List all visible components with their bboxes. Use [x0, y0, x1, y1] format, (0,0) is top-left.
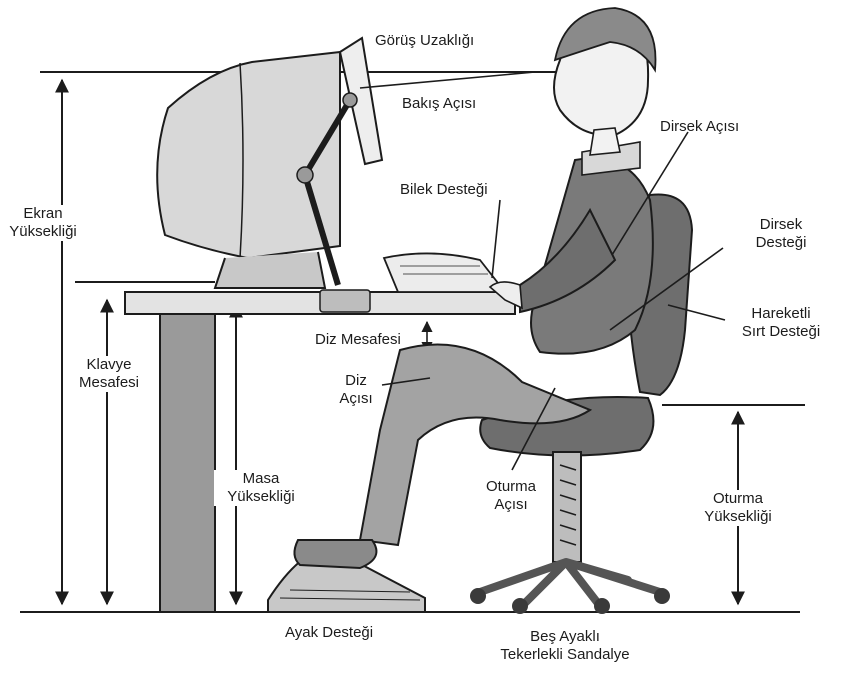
label-masa-line1: Masa — [214, 470, 308, 488]
label-diz-line2: Açısı — [332, 390, 380, 408]
label-sandalye-line1: Beş Ayaklı — [470, 628, 660, 646]
label-diz-line1: Diz — [332, 372, 380, 390]
label-oturma-yuksekligi: Oturma Yüksekliği — [688, 490, 788, 526]
label-bakis-acisi: Bakış Açısı — [402, 95, 476, 113]
label-sandalye-line2: Tekerlekli Sandalye — [470, 646, 660, 664]
sight-line — [360, 72, 535, 88]
label-hareketli-sirt-destegi: Hareketli Sırt Desteği — [726, 305, 836, 341]
label-oturma-yuk-line1: Oturma — [688, 490, 788, 508]
label-oturma-yuk-line2: Yüksekliği — [688, 508, 788, 526]
label-sandalye: Beş Ayaklı Tekerlekli Sandalye — [470, 628, 660, 664]
monitor — [157, 38, 382, 288]
bilek-destegi-leader — [492, 200, 500, 278]
label-hareketli-line2: Sırt Desteği — [726, 323, 836, 341]
label-ayak-destegi: Ayak Desteği — [285, 624, 373, 642]
label-dirsek-destegi: Dirsek Desteği — [736, 216, 826, 252]
label-oturma-acisi-line1: Oturma — [478, 478, 544, 496]
label-klavye-line2: Mesafesi — [63, 374, 155, 392]
label-masa-yuksekligi: Masa Yüksekliği — [214, 470, 308, 506]
label-dirsek-acisi: Dirsek Açısı — [660, 118, 739, 136]
keyboard — [384, 253, 505, 292]
label-diz-acisi: Diz Açısı — [332, 372, 380, 408]
label-ekran-line2: Yüksekliği — [2, 223, 84, 241]
label-dirsek-destegi-line2: Desteği — [736, 234, 826, 252]
label-klavye-line1: Klavye — [63, 356, 155, 374]
label-gorus-uzakligi: Görüş Uzaklığı — [375, 32, 474, 50]
label-masa-line2: Yüksekliği — [214, 488, 308, 506]
label-dirsek-destegi-line1: Dirsek — [736, 216, 826, 234]
label-bilek-destegi: Bilek Desteği — [400, 181, 488, 199]
label-ekran-yuksekligi: Ekran Yüksekliği — [2, 205, 84, 241]
label-hareketli-line1: Hareketli — [726, 305, 836, 323]
label-klavye-mesafesi: Klavye Mesafesi — [63, 356, 155, 392]
label-oturma-acisi-line2: Açısı — [478, 496, 544, 514]
label-ekran-line1: Ekran — [2, 205, 84, 223]
label-diz-mesafesi: Diz Mesafesi — [315, 331, 401, 349]
label-oturma-acisi: Oturma Açısı — [478, 478, 544, 514]
